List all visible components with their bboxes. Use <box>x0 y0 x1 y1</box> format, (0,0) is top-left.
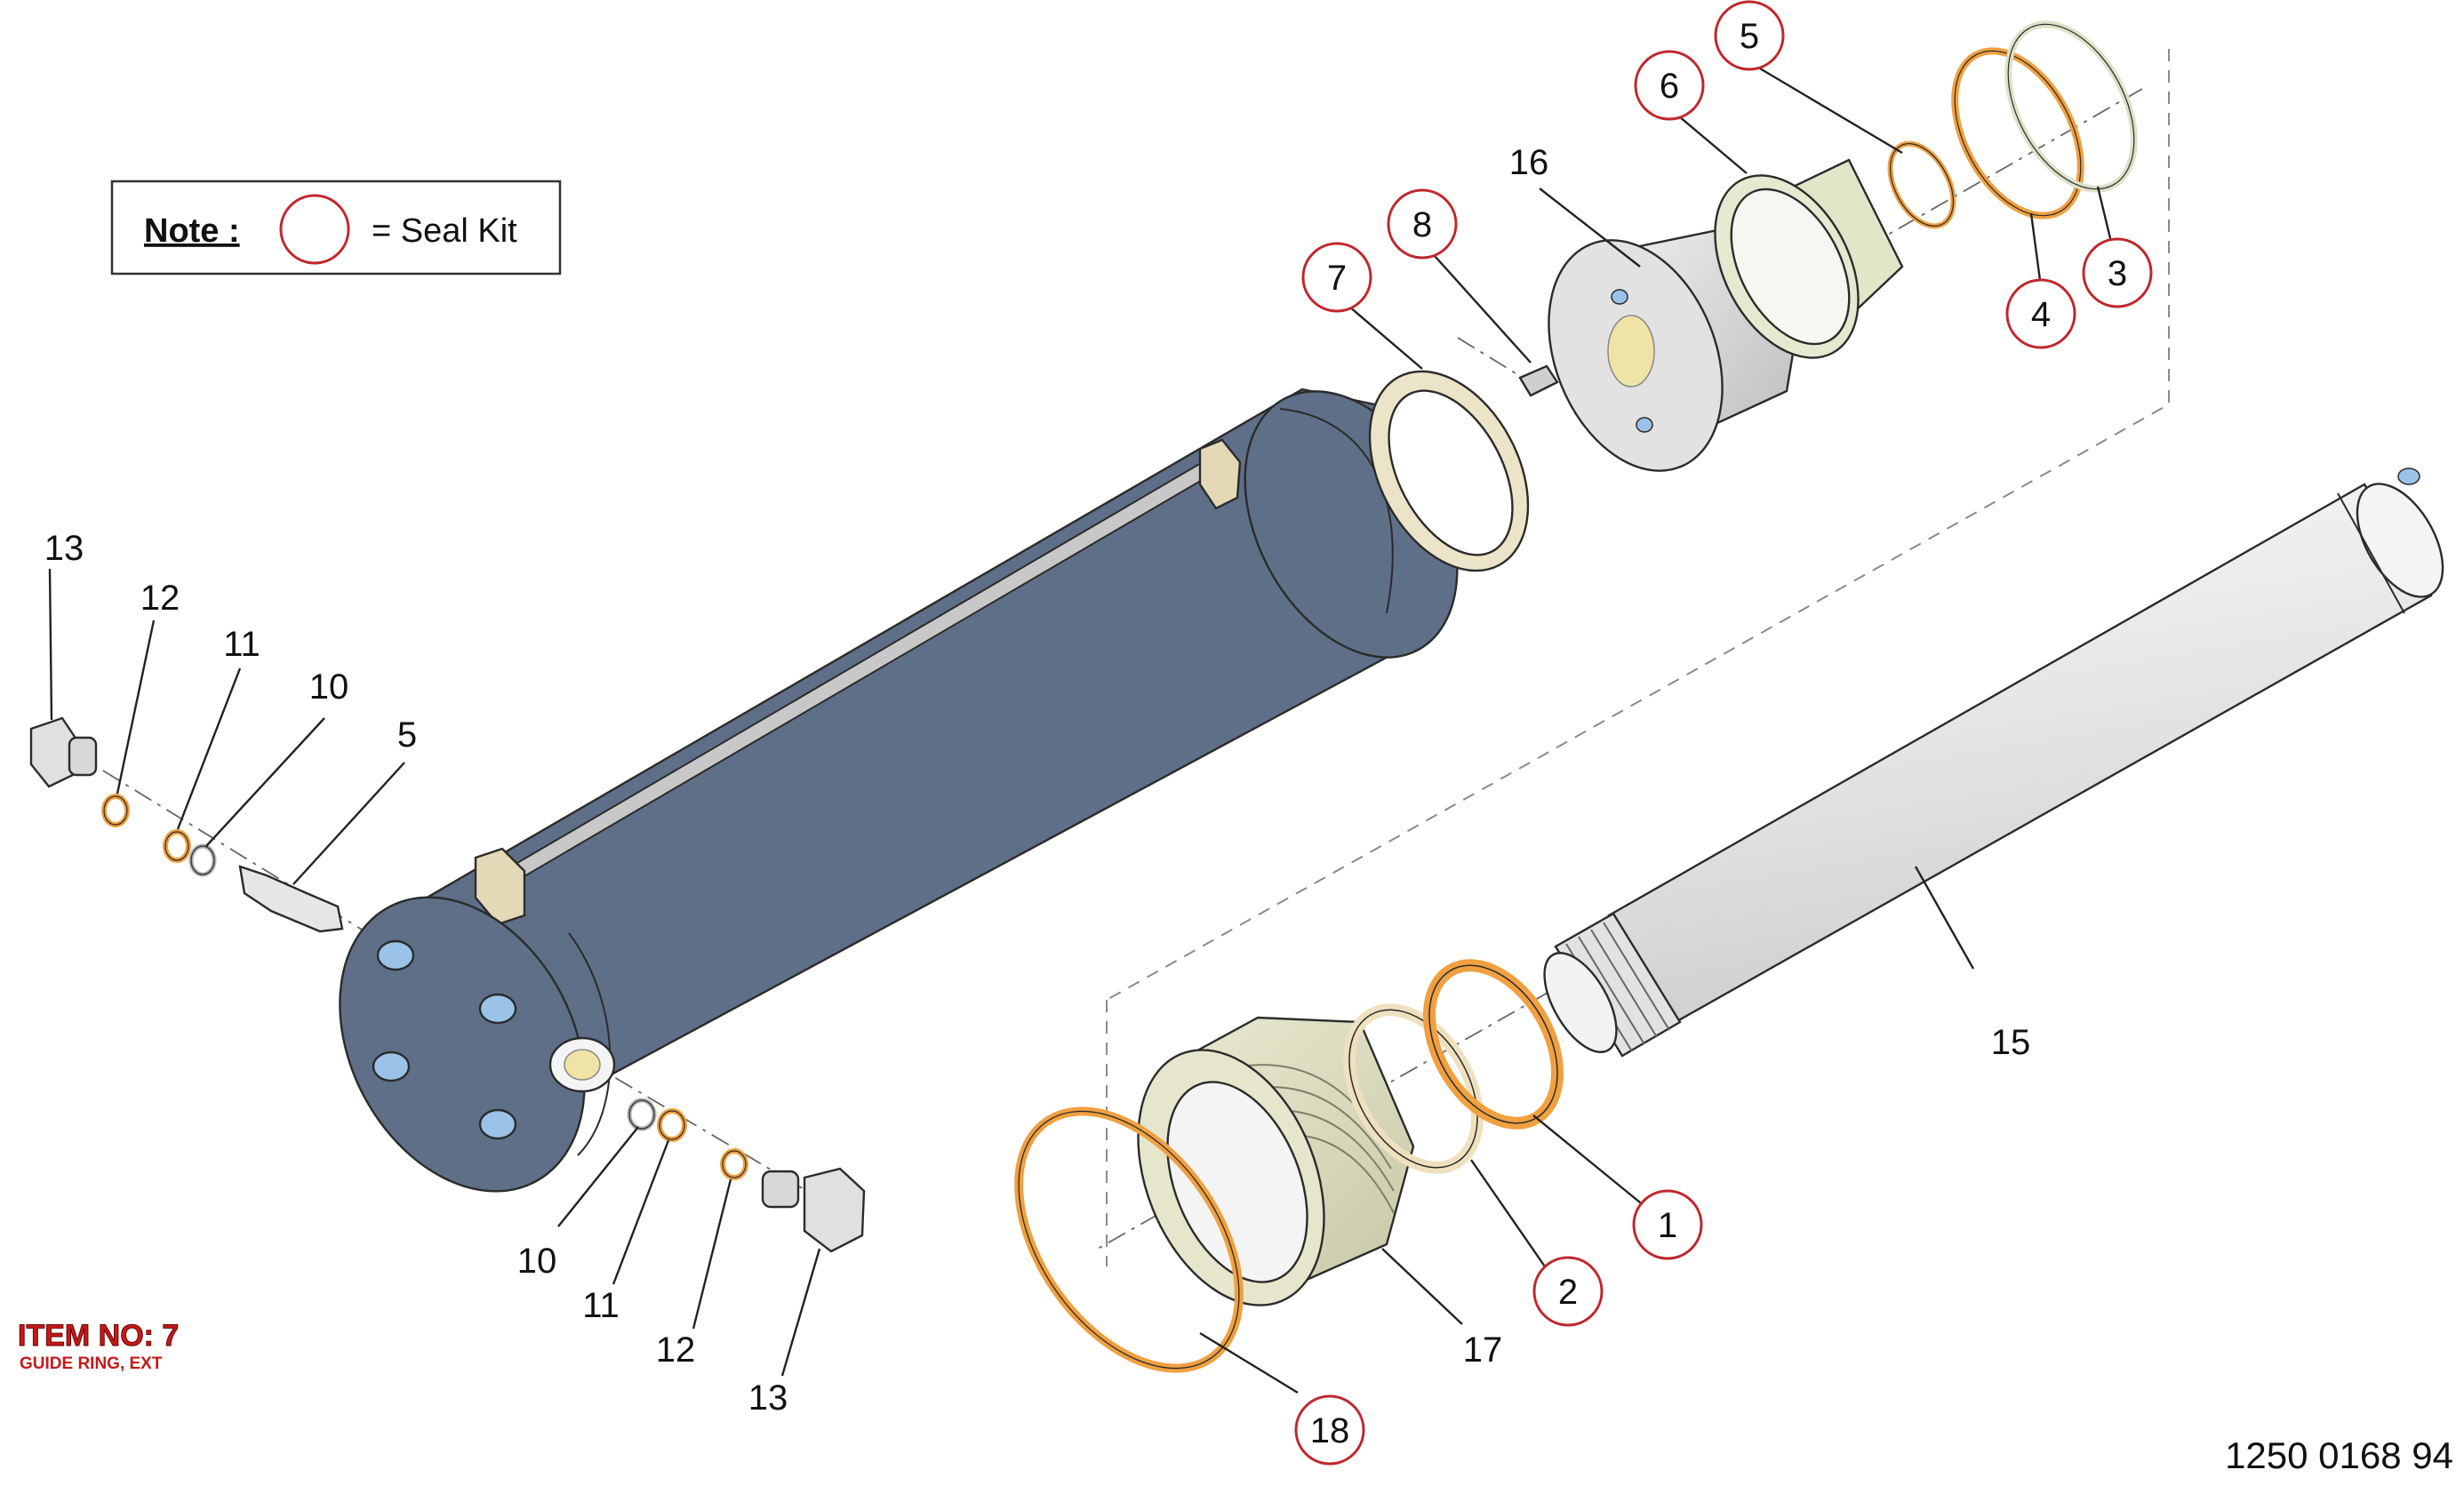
callout-8-set-screw: 8 <box>1412 205 1432 244</box>
callout-15-rod: 15 <box>1991 1023 2031 1062</box>
piston-seal-rings <box>1887 20 2138 229</box>
callout-11-washer-bottom: 11 <box>582 1286 620 1325</box>
callout-5-check-valve: 5 <box>397 715 417 755</box>
callout-17-gland: 17 <box>1463 1330 1503 1370</box>
callout-2-wiper: 2 <box>1558 1273 1578 1312</box>
tie-rod-nut-rear <box>1198 438 1242 510</box>
piston-wear-ring <box>1714 158 1904 359</box>
gland-nut <box>1137 1016 1415 1306</box>
callout-12-washer-bottom: 12 <box>656 1330 696 1370</box>
callout-7-guide-ring: 7 <box>1327 259 1347 298</box>
callout-18-o-ring: 18 <box>1310 1411 1350 1450</box>
callout-1-rod-seal: 1 <box>1658 1206 1677 1245</box>
callout-12-washer-top: 12 <box>140 579 180 618</box>
callout-16-piston: 16 <box>1509 143 1549 182</box>
tie-rod-nut-front <box>474 847 526 926</box>
seal-kit-legend: Note : = Seal Kit <box>110 180 562 276</box>
callout-labels: 5 6 16 8 7 4 3 15 1 2 17 18 13 12 11 10 … <box>44 17 2127 1450</box>
item-number-subtitle: GUIDE RING, EXT <box>20 1354 163 1373</box>
port-fittings-top <box>29 716 344 933</box>
guide-ring-ext <box>1368 370 1530 572</box>
port-fittings-bottom <box>627 1098 866 1253</box>
item-number-title: ITEM NO: 7 <box>18 1319 179 1353</box>
callout-13-plug-top: 13 <box>44 529 84 568</box>
rod-eye-hole <box>2397 467 2420 485</box>
cylinder-barrel <box>339 387 1459 1193</box>
callout-13-plug-bottom: 13 <box>748 1378 788 1418</box>
item-banner: ITEM NO: 7 GUIDE RING, EXT <box>18 1319 180 1374</box>
legend-note-label: Note : <box>144 212 240 250</box>
set-screw <box>1518 364 1559 397</box>
callout-5-piston-seal: 5 <box>1740 17 1759 56</box>
callout-10-seal-bottom: 10 <box>517 1242 557 1281</box>
callout-10-seal-top: 10 <box>309 667 349 707</box>
gland-o-ring <box>1014 1107 1244 1373</box>
callout-6-wear-ring: 6 <box>1660 67 1679 106</box>
callout-3-wear-ring: 3 <box>2108 254 2127 293</box>
seal-kit-symbol-circle <box>279 194 350 265</box>
legend-seal-kit-text: = Seal Kit <box>372 212 517 250</box>
drawing-number: 1250 0168 94 <box>2225 1434 2453 1476</box>
piston-rod <box>1543 467 2444 1058</box>
seal-kit-callouts <box>1294 0 2153 1466</box>
barrel-end-cap <box>339 896 586 1193</box>
callout-4-piston-seal: 4 <box>2031 295 2051 334</box>
callout-11-washer-top: 11 <box>223 625 260 664</box>
